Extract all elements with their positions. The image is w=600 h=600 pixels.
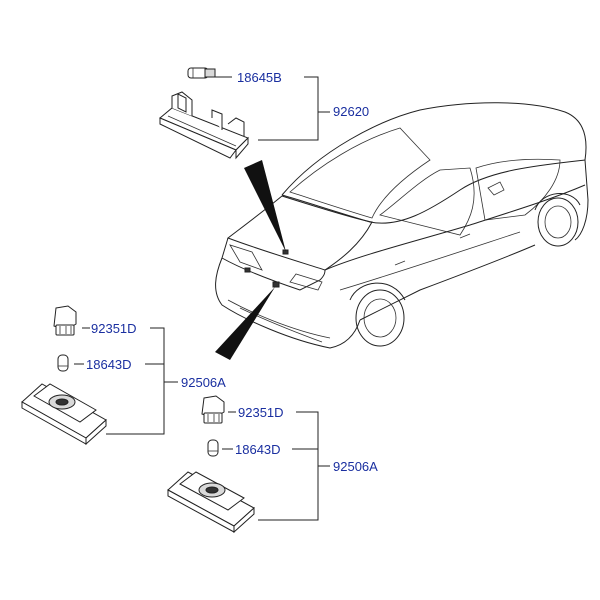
license-lamp-92506a-right-part — [167, 471, 255, 534]
bulb-18643d-left-part — [57, 354, 69, 372]
bulb-18643d-right-part — [207, 439, 219, 457]
label-license-lamp-92506a-left[interactable]: 92506A — [181, 375, 226, 390]
label-socket-92351d-left[interactable]: 92351D — [91, 321, 137, 336]
label-bulb-18643d-right[interactable]: 18643D — [235, 442, 281, 457]
room-lamp-92620-part — [159, 91, 249, 160]
socket-92351d-right-part — [201, 395, 225, 424]
label-bulb-18645b[interactable]: 18645B — [237, 70, 282, 85]
license-lamp-92506a-left-part — [21, 383, 107, 446]
label-bulb-18643d-left[interactable]: 18643D — [86, 357, 132, 372]
label-license-lamp-92506a-right[interactable]: 92506A — [333, 459, 378, 474]
pointer-bottom — [215, 287, 275, 360]
label-socket-92351d-right[interactable]: 92351D — [238, 405, 284, 420]
pointer-top — [244, 160, 286, 252]
label-room-lamp-92620[interactable]: 92620 — [333, 104, 370, 119]
socket-92351d-left-part — [53, 305, 77, 336]
bulb-18645b-part — [187, 67, 216, 79]
